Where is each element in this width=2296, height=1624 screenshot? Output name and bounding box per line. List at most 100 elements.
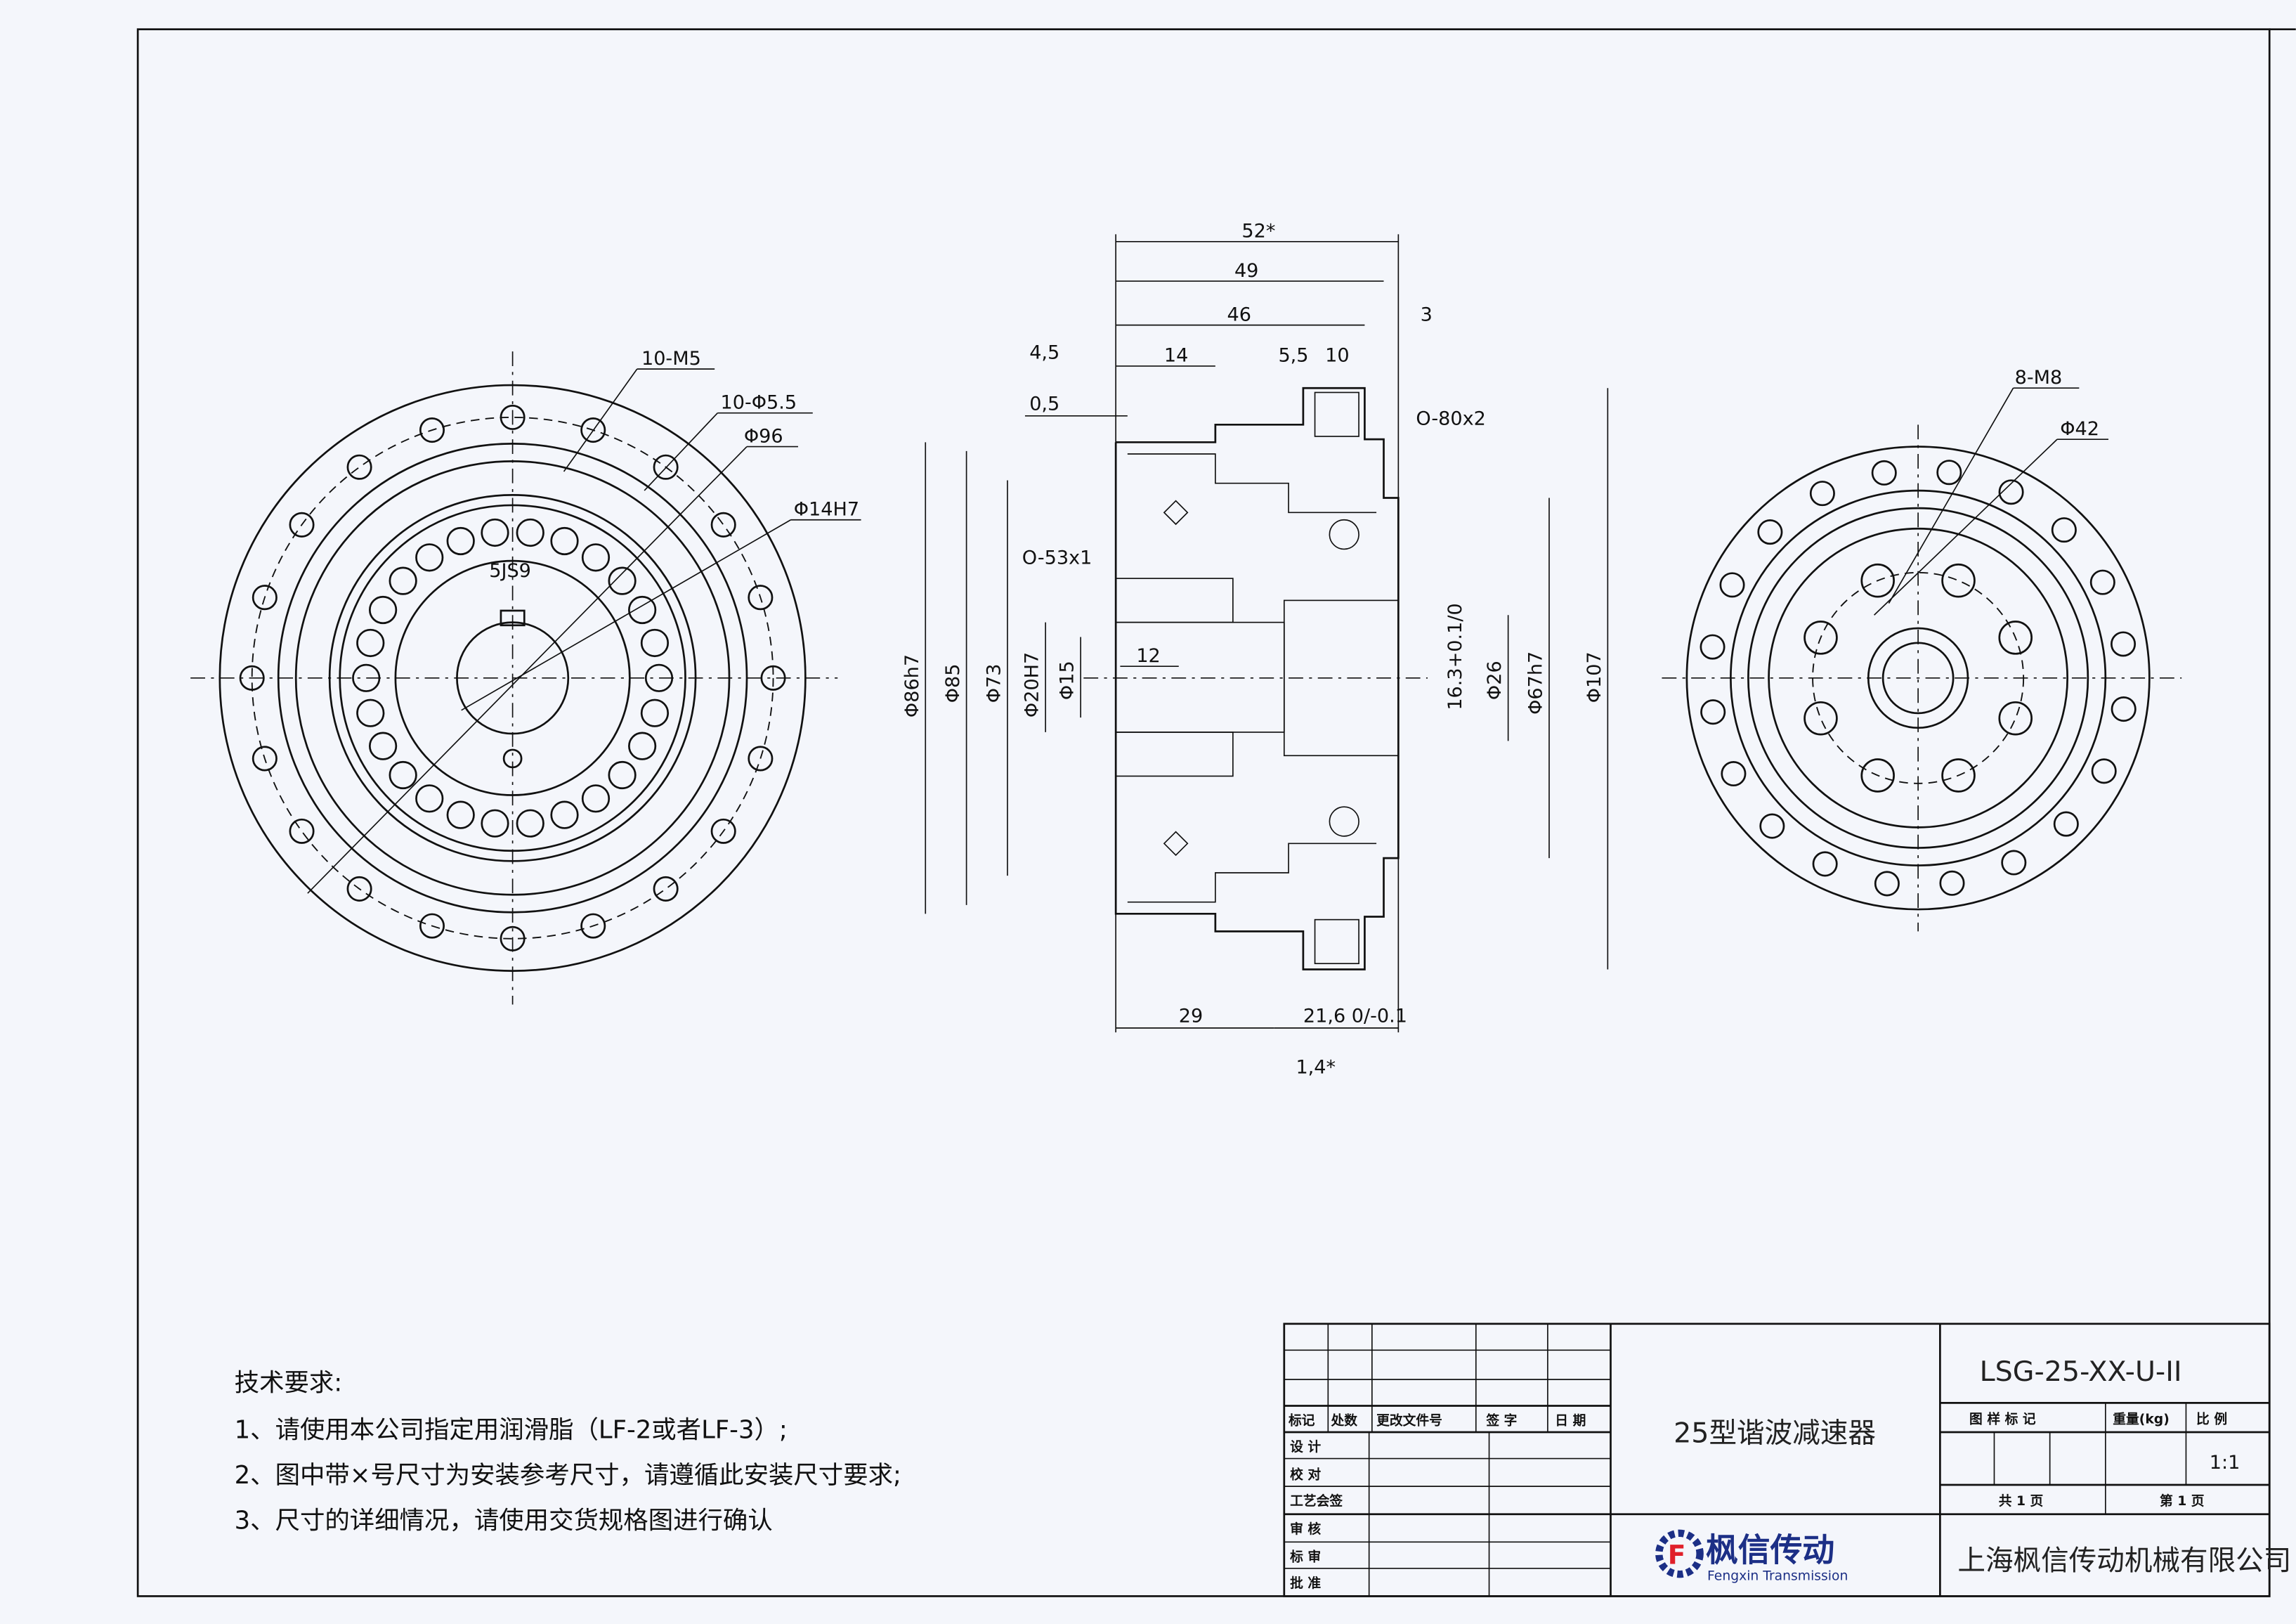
dim-label: Φ73 <box>984 663 1005 703</box>
bearing-ball <box>581 543 611 572</box>
mounting-hole <box>2053 811 2079 837</box>
mounting-hole <box>2001 850 2027 876</box>
mounting-hole <box>1812 851 1838 877</box>
mounting-hole <box>1874 871 1900 897</box>
technical-notes: 技术要求: 1、请使用本公司指定用润滑脂（LF-2或者LF-3）; 2、图中带×… <box>235 1369 901 1535</box>
mounting-hole <box>580 417 606 443</box>
sign-row-label: 设 计 <box>1290 1439 1321 1455</box>
mounting-hole <box>1998 479 2024 505</box>
rev-header: 更改文件号 <box>1376 1412 1442 1429</box>
mounting-hole <box>289 818 315 844</box>
info-header: 图 样 标 记 <box>1969 1411 2036 1427</box>
bearing-ball <box>581 784 611 813</box>
mounting-hole <box>1871 460 1897 486</box>
logo-cn: 枫信传动 <box>1706 1531 1834 1568</box>
dim-label: Φ85 <box>942 663 964 703</box>
sign-row-label: 标 审 <box>1289 1548 1321 1564</box>
mounting-hole <box>2091 758 2117 784</box>
label-5js9: 5JS9 <box>489 560 531 582</box>
bearing-ball <box>516 518 544 547</box>
bearing-ball <box>415 784 444 813</box>
threaded-hole <box>1998 621 2033 655</box>
mounting-hole <box>1809 481 1835 507</box>
mounting-hole <box>346 454 372 480</box>
mounting-hole <box>710 512 736 538</box>
bearing-ball <box>389 566 417 595</box>
mounting-hole <box>1936 460 1962 486</box>
mounting-hole <box>289 512 315 538</box>
right-end-view: 8-M8 Φ42 <box>1662 367 2182 932</box>
left-view-labels: 10-M5 10-Φ5.5 Φ96 Φ14H7 5JS9 <box>307 348 861 894</box>
drawing-number: LSG-25-XX-U-II <box>1980 1356 2182 1388</box>
dim-label: 4,5 <box>1029 342 1059 364</box>
dim-label: O-80x2 <box>1416 408 1486 429</box>
bearing-ball <box>608 566 637 595</box>
mounting-hole <box>748 746 774 772</box>
dim-label: 52* <box>1241 221 1275 242</box>
scale-value: 1:1 <box>2210 1452 2240 1474</box>
rev-header: 日 期 <box>1555 1413 1586 1429</box>
dim-label: 5,5 <box>1278 345 1308 367</box>
bearing-ball <box>356 699 385 727</box>
label-10-phi5.5: 10-Φ5.5 <box>721 391 797 413</box>
dim-label: Φ107 <box>1584 651 1605 703</box>
bearing-ball <box>628 732 657 760</box>
title-block: 标记 处数 更改文件号 签 字 日 期 设 计 校 对 工艺会签 审 核 标 审… <box>1283 1323 2291 1597</box>
bearing-ball <box>389 760 417 790</box>
rev-header: 处数 <box>1330 1412 1357 1429</box>
sign-row-label: 审 核 <box>1290 1521 1321 1537</box>
label-phi96: Φ96 <box>744 425 783 447</box>
mounting-hole <box>760 665 786 691</box>
mounting-hole <box>2051 517 2077 543</box>
label-phi42: Φ42 <box>2060 418 2099 440</box>
bearing-ball <box>481 518 509 547</box>
total-pages: 共 1 页 <box>1999 1493 2044 1509</box>
mounting-hole <box>580 913 606 939</box>
dim-label: 46 <box>1227 304 1251 325</box>
mounting-hole <box>2111 696 2137 722</box>
dim-label: Φ15 <box>1057 661 1078 700</box>
bearing-ball <box>415 543 444 572</box>
product-name: 25型谐波减速器 <box>1674 1417 1876 1450</box>
dim-label: 49 <box>1234 260 1258 282</box>
bearing-ball <box>640 628 670 658</box>
mounting-hole <box>500 925 526 951</box>
mounting-hole <box>1939 870 1965 896</box>
rev-header: 签 字 <box>1485 1412 1517 1429</box>
threaded-hole <box>1803 621 1838 655</box>
svg-text:F: F <box>1668 1540 1686 1571</box>
mounting-hole <box>1719 572 1745 598</box>
notes-title: 技术要求: <box>235 1369 343 1398</box>
page-number: 第 1 页 <box>2160 1493 2205 1509</box>
mounting-hole <box>1721 761 1747 787</box>
dim-label: Φ86h7 <box>901 654 923 717</box>
info-header: 重量(kg) <box>2113 1412 2170 1427</box>
section-view <box>1083 386 1428 970</box>
info-header: 比 例 <box>2196 1411 2227 1427</box>
mounting-hole <box>710 818 736 844</box>
threaded-hole <box>1998 701 2033 736</box>
dim-label: Φ20H7 <box>1022 652 1043 717</box>
threaded-hole <box>1941 758 1976 793</box>
mounting-hole <box>1700 634 1726 660</box>
dim-label: 0,5 <box>1029 393 1059 415</box>
bearing-ball <box>550 526 579 556</box>
sign-row-label: 批 准 <box>1290 1576 1321 1591</box>
bearing-ball <box>352 663 381 692</box>
threaded-hole <box>1941 563 1976 598</box>
threaded-hole <box>1860 758 1895 793</box>
sign-row-label: 工艺会签 <box>1290 1493 1343 1509</box>
mounting-hole <box>1700 699 1726 725</box>
dim-label: Φ26 <box>1484 661 1506 700</box>
mounting-hole <box>2111 631 2137 657</box>
dim-label: 16.3+0.1/0 <box>1444 603 1466 710</box>
bearing-ball <box>608 760 637 790</box>
note-item: 1、请使用本公司指定用润滑脂（LF-2或者LF-3）; <box>235 1415 788 1444</box>
mounting-hole <box>500 404 526 430</box>
mounting-hole <box>419 417 445 443</box>
bearing-ball <box>356 628 385 658</box>
bearing-ball <box>640 699 670 727</box>
label-8-m8: 8-M8 <box>2015 367 2063 389</box>
dim-label: 21,6 0/-0.1 <box>1303 1006 1407 1027</box>
dim-label: Φ67h7 <box>1525 651 1547 715</box>
